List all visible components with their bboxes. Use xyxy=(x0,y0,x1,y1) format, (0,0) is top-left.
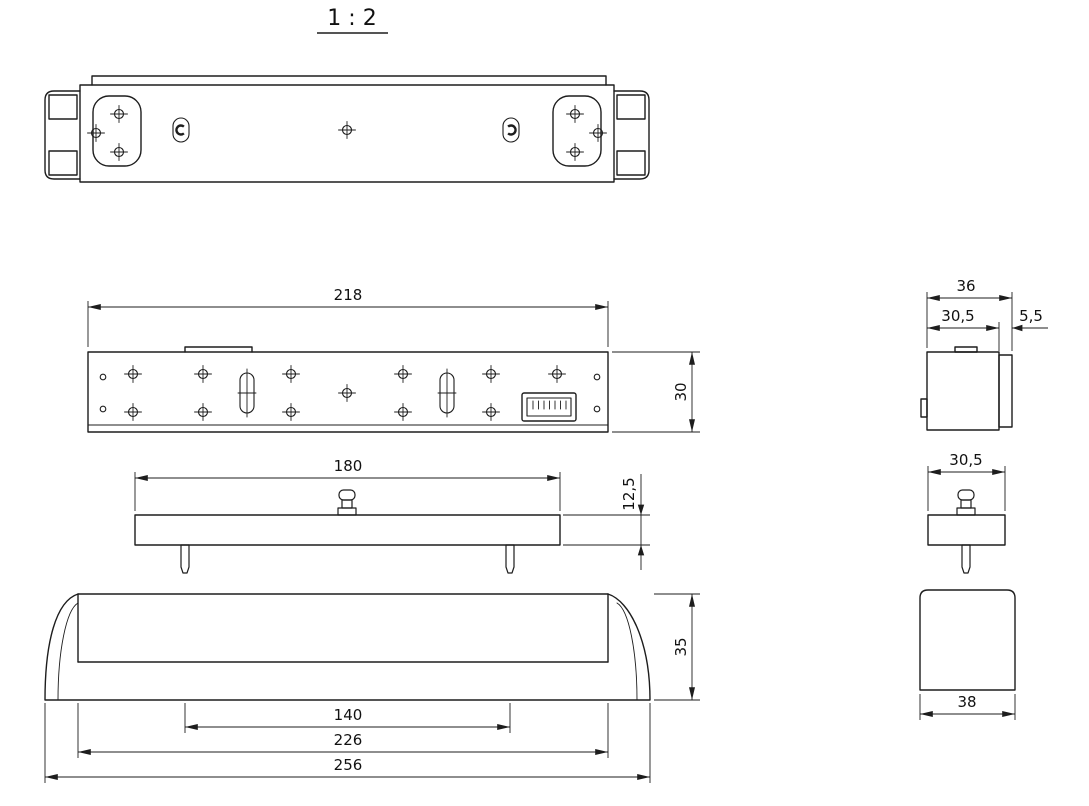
dim-plate-thickness-text: 12,5 xyxy=(620,477,638,510)
housing-side-view: 38 xyxy=(919,589,1016,720)
hole-mark xyxy=(565,104,585,124)
dim-pin-spacing-text: 140 xyxy=(334,706,363,724)
guide-pin xyxy=(961,544,971,574)
dim-body-depth-overall-text: 36 xyxy=(956,277,975,295)
housing-front-view: 35 140 226 256 xyxy=(44,593,700,783)
hole-mark xyxy=(547,364,567,384)
plate-outline xyxy=(134,514,561,546)
hole-mark xyxy=(193,402,213,422)
center-hole-mark xyxy=(337,120,357,140)
dim-pin-spacing: 140 xyxy=(184,703,511,733)
housing-outline xyxy=(44,593,651,701)
dim-housing-height: 35 xyxy=(654,593,700,701)
top-tab xyxy=(184,346,253,353)
spring-pin-icon xyxy=(171,116,191,144)
hole-mark xyxy=(588,123,608,143)
hole-mark xyxy=(123,402,143,422)
dim-plate-depth-text: 30,5 xyxy=(949,451,982,469)
center-knob xyxy=(956,489,976,516)
body-side-boss xyxy=(920,398,928,418)
dim-lip: 5,5 xyxy=(1012,307,1048,332)
center-hole-mark xyxy=(337,383,357,403)
dim-plate-thickness: 12,5 xyxy=(563,474,650,570)
body-side-outline xyxy=(926,351,1000,431)
small-hole xyxy=(99,405,107,413)
connector xyxy=(521,392,577,422)
housing-side-outline xyxy=(919,589,1016,691)
hole-mark xyxy=(481,402,501,422)
dim-plate-length: 180 xyxy=(134,457,561,511)
hole-mark xyxy=(109,142,129,162)
small-hole xyxy=(593,405,601,413)
scale-label: 1 : 2 xyxy=(317,6,388,34)
hole-mark xyxy=(393,402,413,422)
body-outline xyxy=(87,351,609,433)
hole-mark xyxy=(86,123,106,143)
left-end-cap xyxy=(44,90,81,180)
guide-pin xyxy=(505,544,515,574)
guide-pin xyxy=(180,544,190,574)
body-side-lip xyxy=(998,354,1013,428)
small-hole xyxy=(99,373,107,381)
left-bracket-plate xyxy=(92,95,142,167)
right-bracket-plate xyxy=(552,95,602,167)
hole-mark xyxy=(193,364,213,384)
front-view: 218 30 xyxy=(87,286,700,433)
spring-pin-icon xyxy=(501,116,521,144)
hole-mark xyxy=(123,364,143,384)
dim-housing-inner-length: 226 xyxy=(77,703,609,758)
plate-side-view: 30,5 xyxy=(927,451,1006,574)
dim-body-depth-overall: 36 xyxy=(926,277,1013,351)
dim-body-length-text: 218 xyxy=(334,286,363,304)
hole-mark xyxy=(565,142,585,162)
small-hole xyxy=(593,373,601,381)
hole-mark xyxy=(281,364,301,384)
top-view xyxy=(44,75,650,183)
dim-body-depth-text: 30,5 xyxy=(941,307,974,325)
hole-mark xyxy=(109,104,129,124)
dim-body-depth: 30,5 xyxy=(926,307,1000,351)
scale-label-text: 1 : 2 xyxy=(327,6,376,31)
dim-plate-length-text: 180 xyxy=(334,457,363,475)
top-strip xyxy=(91,75,607,86)
body-side-view: 36 30,5 5,5 xyxy=(920,277,1048,431)
dim-housing-depth: 38 xyxy=(919,693,1016,720)
dim-body-height: 30 xyxy=(612,351,700,433)
dim-housing-overall-length: 256 xyxy=(44,703,651,783)
dim-housing-inner-length-text: 226 xyxy=(334,731,363,749)
dim-housing-height-text: 35 xyxy=(672,637,690,656)
dim-lip-text: 5,5 xyxy=(1019,307,1043,325)
body-side-tab xyxy=(954,346,978,353)
hole-mark xyxy=(481,364,501,384)
center-knob xyxy=(337,489,357,516)
dim-plate-depth: 30,5 xyxy=(927,451,1006,511)
dim-housing-overall-length-text: 256 xyxy=(334,756,363,774)
plate-side-outline xyxy=(927,514,1006,546)
dim-body-length: 218 xyxy=(87,286,609,347)
dim-body-height-text: 30 xyxy=(672,382,690,401)
dim-housing-depth-text: 38 xyxy=(957,693,976,711)
plate-front-view: 180 12,5 xyxy=(134,457,650,574)
right-end-cap xyxy=(613,90,650,180)
hole-mark xyxy=(281,402,301,422)
hole-mark xyxy=(393,364,413,384)
top-body xyxy=(79,84,615,183)
